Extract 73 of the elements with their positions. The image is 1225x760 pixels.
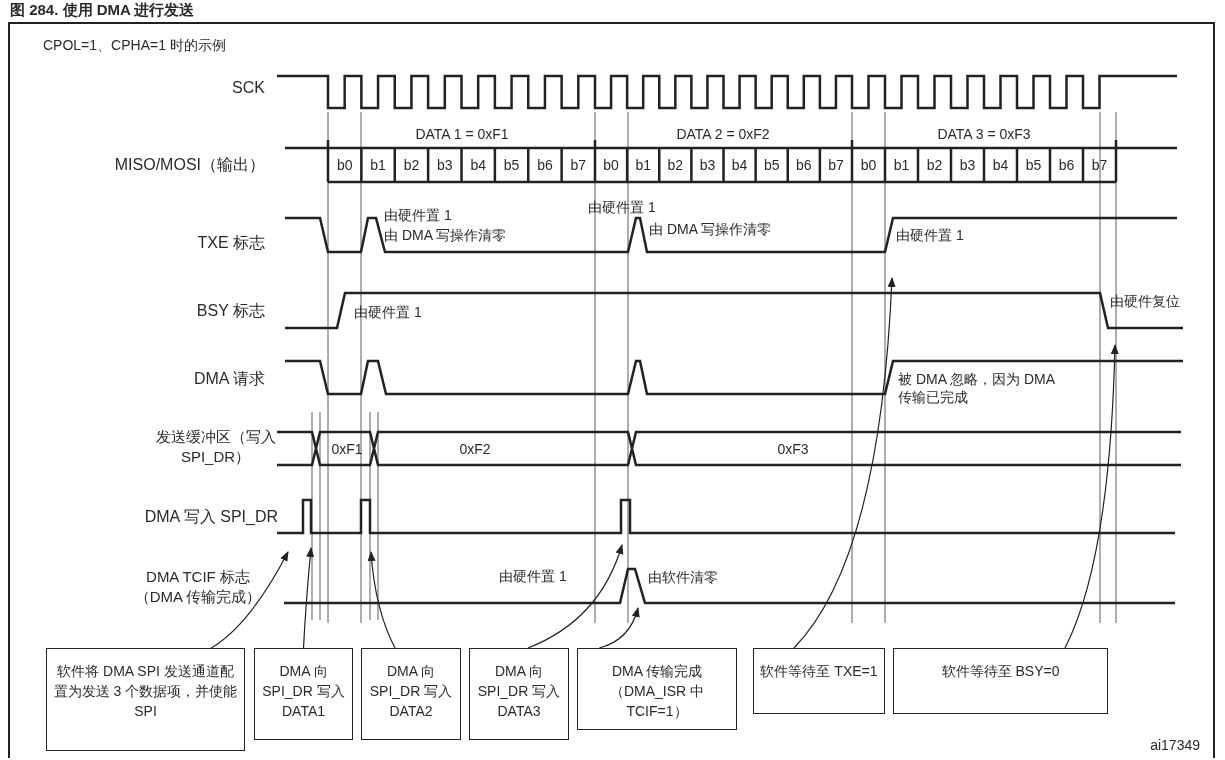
bit-label: b2	[925, 156, 944, 174]
bit-label: b1	[369, 156, 387, 174]
callout-box	[753, 648, 885, 714]
leader-arrow	[367, 551, 396, 649]
bit-label: b1	[634, 156, 652, 174]
bit-label: b1	[892, 156, 911, 174]
annotation-text: 由硬件置 1	[384, 206, 452, 224]
callout-text: 软件等待至 TXE=1	[760, 662, 878, 681]
leader-arrow	[598, 607, 640, 649]
write-pulse-waveform	[277, 498, 1175, 535]
bit-label: b2	[402, 156, 421, 174]
flag-waveform	[284, 567, 1175, 605]
bit-label: b7	[569, 156, 588, 174]
leader-arrow	[1064, 344, 1119, 649]
annotation-text: 由 DMA 写操作清零	[384, 226, 507, 244]
byte-label: DATA 1 = 0xF1	[414, 125, 510, 143]
callout-text: DMA 向 SPI_DR 写入 DATA1	[261, 662, 346, 721]
signal-name: MISO/MOSI（输出）	[114, 156, 265, 174]
bit-label: b4	[730, 156, 749, 174]
leader-arrow	[210, 551, 289, 649]
bit-label: b6	[536, 156, 554, 174]
signal-name: 发送缓冲区（写入 SPI_DR）	[154, 427, 277, 467]
example-note: CPOL=1、CPHA=1 时的示例	[43, 36, 226, 54]
byte-label: DATA 3 = 0xF3	[936, 125, 1032, 143]
bit-label: b3	[958, 156, 977, 174]
signal-name: DMA TCIF 标志（DMA 传输完成）	[133, 567, 263, 607]
callout-text: 软件将 DMA SPI 发送通道配置为发送 3 个数据项，并使能 SPI	[52, 662, 239, 721]
leader-arrow	[793, 277, 896, 649]
bit-label: b5	[1024, 156, 1043, 174]
callout-box	[893, 648, 1108, 714]
bit-label: b0	[602, 156, 620, 174]
bit-label: b2	[666, 156, 685, 174]
bit-label: b0	[859, 156, 878, 174]
leader-arrow	[527, 544, 623, 649]
bit-label: b7	[827, 156, 845, 174]
bit-label: b4	[991, 156, 1010, 174]
annotation-text: 由软件清零	[648, 568, 718, 586]
signal-name: TXE 标志	[197, 234, 265, 252]
callout-box	[469, 648, 569, 740]
callout-box	[361, 648, 461, 740]
callout-text: DMA 向 SPI_DR 写入 DATA2	[368, 662, 454, 721]
annotation-text: 由硬件置 1	[896, 226, 964, 244]
data-value: 0xF3	[776, 440, 810, 458]
annotation-text: 由硬件复位	[1110, 292, 1180, 310]
bit-label: b0	[335, 156, 354, 174]
callout-box	[46, 648, 245, 751]
bit-label: b5	[762, 156, 781, 174]
leader-arrow	[302, 547, 315, 649]
callout-box	[254, 648, 353, 740]
annotation-text: 由 DMA 写操作清零	[649, 220, 772, 238]
signal-name: DMA 请求	[193, 370, 265, 388]
figure-id: ai17349	[1150, 736, 1200, 754]
callout-box	[577, 648, 737, 730]
data-value: 0xF2	[458, 440, 492, 458]
annotation-text: 被 DMA 忽略，因为 DMA 传输已完成	[898, 370, 1056, 406]
annotation-text: 由硬件置 1	[499, 567, 567, 585]
signal-name: DMA 写入 SPI_DR	[144, 508, 278, 526]
flag-waveform	[285, 291, 1183, 330]
annotation-text: 由硬件置 1	[354, 303, 422, 321]
byte-label: DATA 2 = 0xF2	[675, 125, 771, 143]
bit-label: b6	[795, 156, 813, 174]
callout-text: DMA 向 SPI_DR 写入 DATA3	[476, 662, 562, 721]
bit-label: b3	[436, 156, 454, 174]
bit-label: b6	[1057, 156, 1076, 174]
bit-label: b7	[1090, 156, 1109, 174]
signal-name: SCK	[232, 79, 265, 97]
bit-label: b4	[469, 156, 487, 174]
figure-title: 图 284. 使用 DMA 进行发送	[10, 1, 195, 19]
bit-label: b5	[502, 156, 521, 174]
data-value: 0xF1	[330, 440, 364, 458]
callout-text: 软件等待至 BSY=0	[941, 662, 1060, 681]
bit-label: b3	[698, 156, 717, 174]
callout-text: DMA 传输完成（DMA_ISR 中 TCIF=1）	[608, 662, 706, 721]
